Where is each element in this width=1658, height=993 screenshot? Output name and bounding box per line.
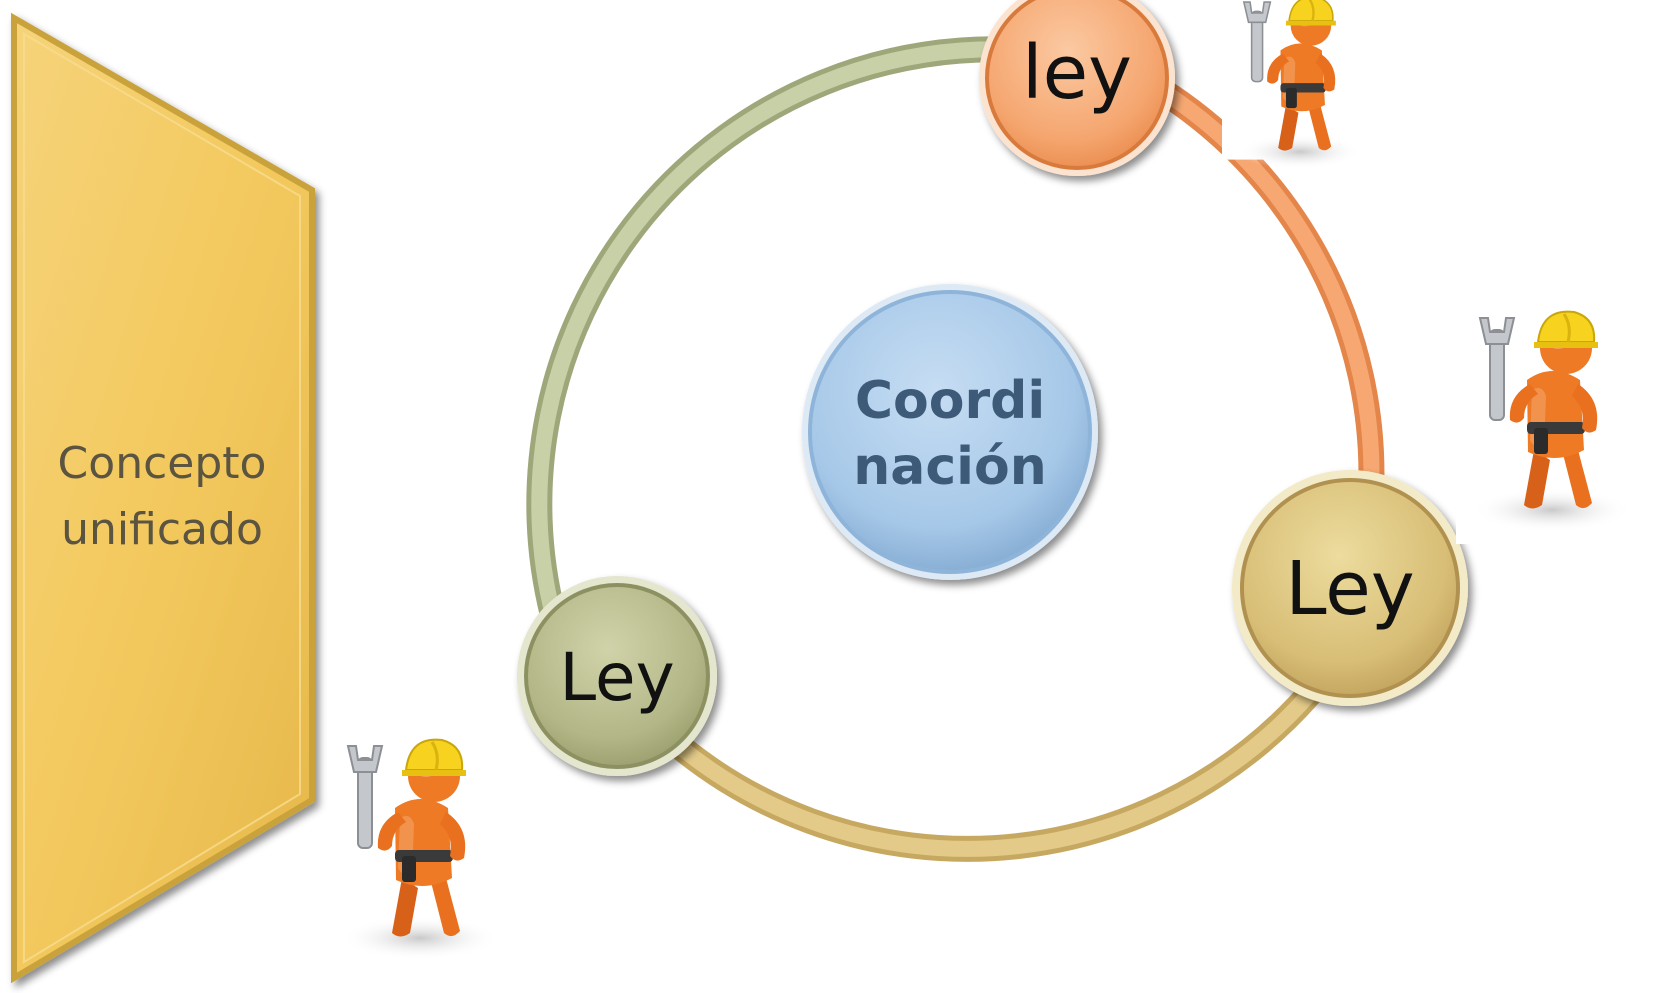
panel-label-line2: unificado [61, 504, 263, 555]
node-top-label: ley [1022, 30, 1132, 116]
node-right-label: Ley [1285, 546, 1414, 632]
center-label-line2: nación [853, 437, 1047, 497]
center-label-line1: Coordi [855, 371, 1045, 431]
node-left-label: Ley [559, 639, 674, 716]
cycle-ring [526, 36, 1385, 862]
center-node [802, 284, 1098, 580]
panel-label-line1: Concepto [58, 438, 267, 489]
worker-icon [1222, 0, 1386, 171]
concept-panel [11, 12, 315, 984]
worker-icon [1456, 294, 1656, 544]
node-right [1232, 470, 1468, 706]
node-top [979, 0, 1175, 176]
node-left [517, 576, 717, 776]
worker-icon [338, 738, 502, 962]
